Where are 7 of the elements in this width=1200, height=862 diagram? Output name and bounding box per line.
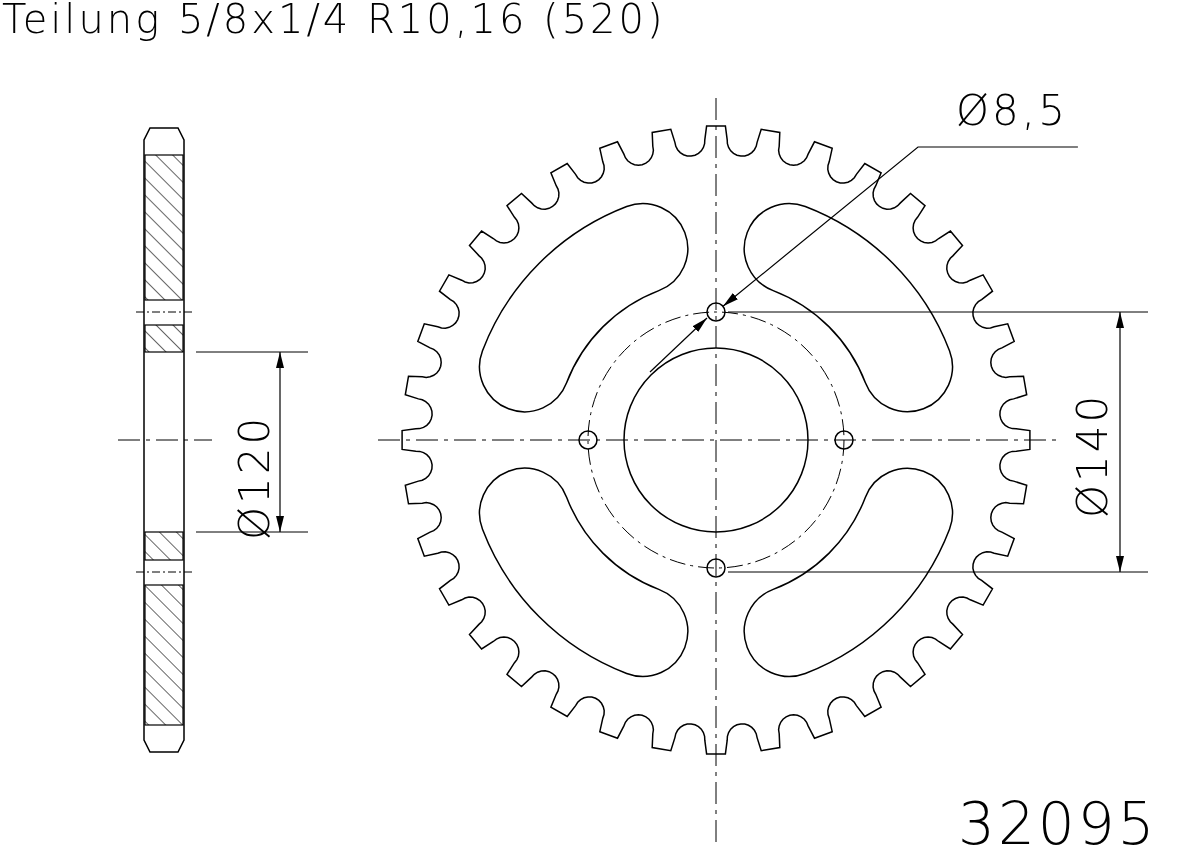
bolt-hole	[706, 302, 726, 322]
title-text: Teilung 5/8x1/4 R10,16 (520)	[2, 0, 666, 42]
dimension-text: Ø120	[230, 414, 279, 540]
part-number: 32095	[958, 790, 1158, 858]
leader-line	[722, 146, 1079, 307]
dimension-text: Ø140	[1068, 392, 1117, 518]
dimension-text: Ø8,5	[956, 86, 1068, 147]
